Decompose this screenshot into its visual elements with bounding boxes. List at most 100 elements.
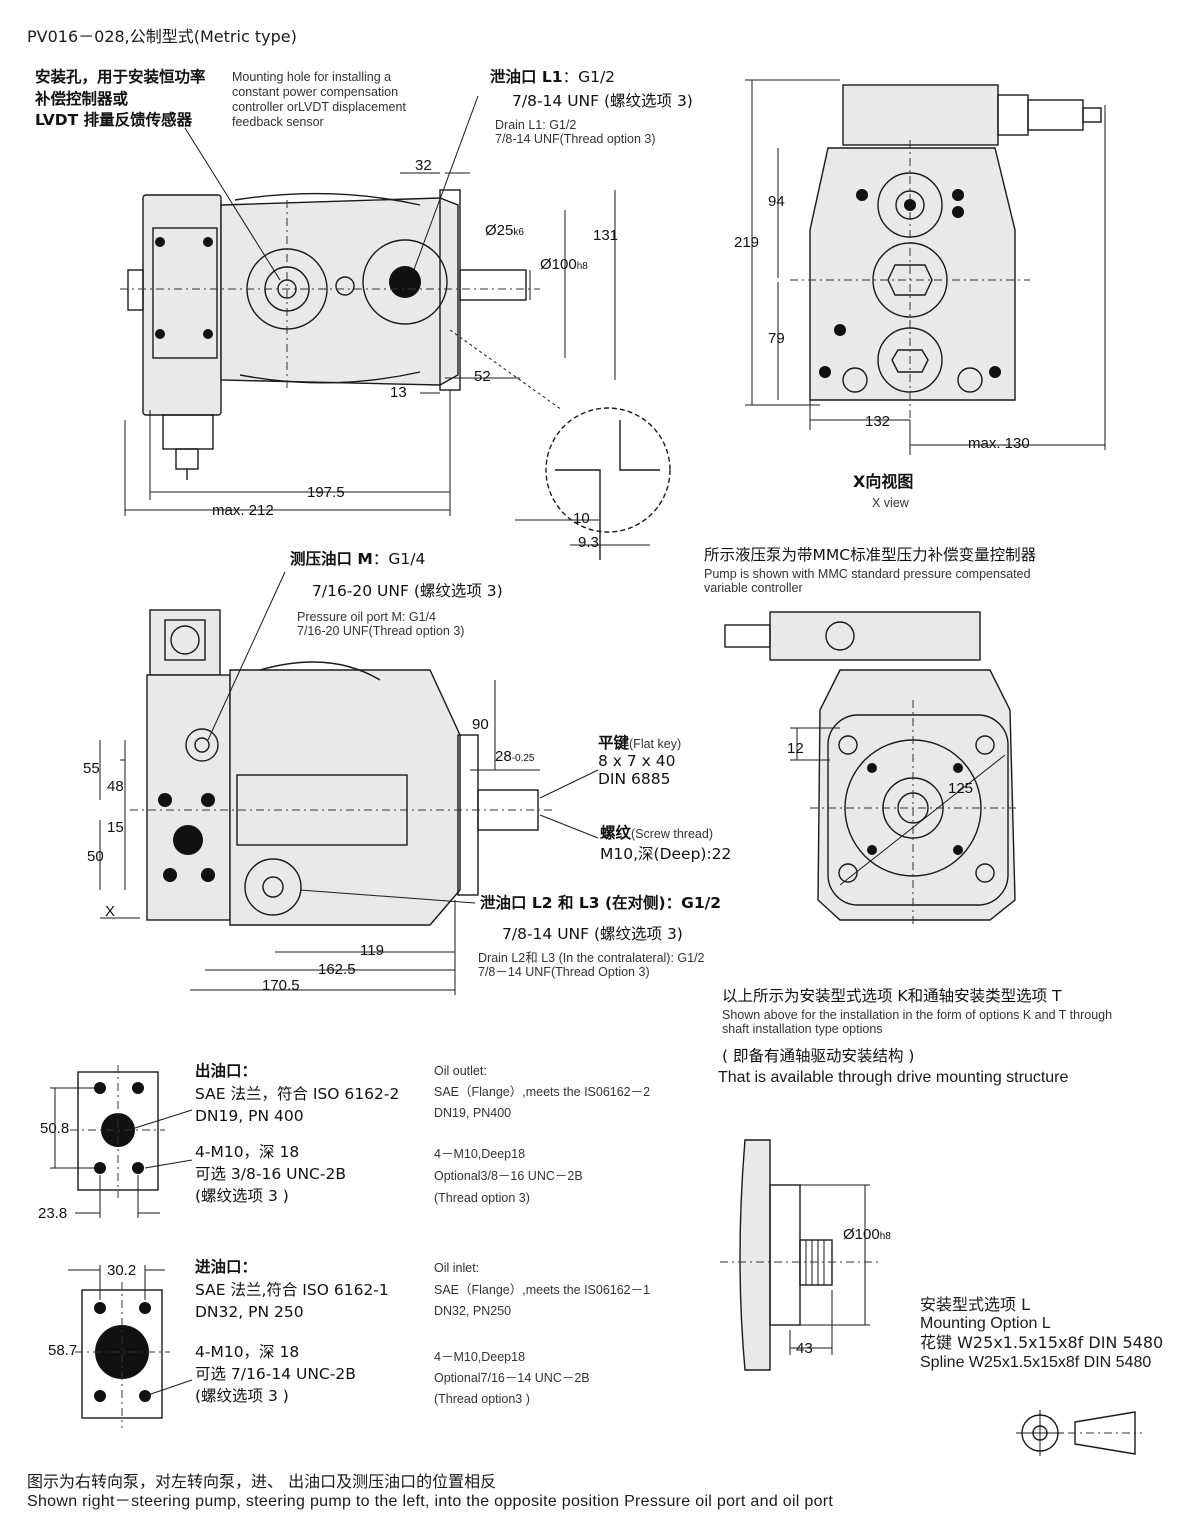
flat-key-label: 平键(Flat key): [598, 734, 681, 753]
drain-l1-suffix: ：G1/2: [562, 68, 616, 86]
drain-l2-and: 和: [552, 894, 579, 912]
drain-l3-port: L3: [578, 894, 600, 912]
mmc-caption-zh: 所示液压泵为带MMC标准型压力补偿变量控制器: [704, 546, 1037, 564]
pressure-port-en-line1: Pressure oil port M: G1/4: [297, 610, 436, 624]
dim-30-2: 30.2: [107, 1262, 137, 1279]
mount-hole-en-line2: constant power compensation: [232, 85, 399, 99]
inlet-thread: (螺纹选项 3 ): [195, 1387, 289, 1405]
footer-note-en: Shown right－steering pump, steering pump…: [27, 1493, 834, 1510]
dim-219: 219: [734, 234, 760, 251]
pump-front-view: [724, 611, 1020, 925]
dim-15: 15: [107, 819, 124, 836]
dim-d25: Ø25k6: [485, 222, 524, 239]
inlet-en-bolt: 4－M10,Deep18: [434, 1350, 526, 1364]
mount-hole-en-line1: Mounting hole for installing a: [232, 70, 392, 84]
drain-l1-unf: 7/8-14 UNF (螺纹选项 3): [512, 92, 693, 110]
outlet-dn: DN19, PN 400: [195, 1107, 304, 1125]
drain-l2-unf: 7/8-14 UNF (螺纹选项 3): [502, 925, 683, 943]
outlet-flange-drawing: [50, 1065, 193, 1218]
dim-28-value: 28: [495, 748, 512, 765]
dim-d100-sub: h8: [576, 261, 588, 272]
dim-d100-value: Ø100: [540, 256, 577, 273]
dim-131: 131: [593, 227, 619, 244]
pressure-port-id: M: [357, 550, 373, 568]
through-drive-zh: ( 即备有通轴驱动安装结构 ): [722, 1047, 915, 1065]
pressure-port-prefix: 测压油口: [290, 550, 358, 568]
drain-l1-prefix: 泄油口: [490, 68, 542, 86]
pressure-port-suffix: ：G1/4: [372, 550, 426, 568]
pressure-port-unf: 7/16-20 UNF (螺纹选项 3): [312, 582, 503, 600]
inlet-bolt: 4-M10，深 18: [195, 1343, 300, 1361]
outlet-en-bolt: 4－M10,Deep18: [434, 1147, 526, 1161]
drain-l1-en-line2: 7/8-14 UNF(Thread option 3): [495, 132, 656, 146]
drain-l2-prefix: 泄油口: [480, 894, 532, 912]
inlet-sae: SAE 法兰,符合 ISO 6162-1: [195, 1281, 389, 1299]
screw-thread-size: M10,深(Deep):22: [600, 845, 732, 863]
options-kt-zh: 以上所示为安装型式选项 K和通轴安装类型选项 T: [722, 987, 1062, 1005]
dim-12: 12: [787, 740, 804, 757]
view-x-label: X: [105, 903, 116, 920]
drain-l2-port: L2: [531, 894, 553, 912]
dim-option-l-d100-sub: h8: [879, 1231, 891, 1242]
dim-max-130: max. 130: [968, 435, 1030, 452]
drain-l1-port: L1: [541, 68, 563, 86]
option-l-title-zh: 安装型式选项 L: [920, 1295, 1031, 1314]
inlet-title: 进油口：: [195, 1258, 258, 1276]
inlet-flange-drawing: [68, 1265, 193, 1428]
outlet-sae: SAE 法兰，符合 ISO 6162-2: [195, 1085, 400, 1103]
options-kt-en-line1: Shown above for the installation in the …: [722, 1008, 1113, 1022]
mount-hole-en-line3: controller orLVDT displacement: [232, 100, 406, 114]
screw-thread-en: (Screw thread): [631, 827, 713, 841]
outlet-en-thread: (Thread option 3): [434, 1191, 530, 1205]
drain-l2-en-line2: 7/8－14 UNF(Thread Option 3): [478, 965, 650, 979]
inlet-en-title: Oil inlet:: [434, 1261, 480, 1275]
outlet-en-title: Oil outlet:: [434, 1064, 487, 1078]
dim-94: 94: [768, 193, 785, 210]
dim-9-3: 9.3: [578, 534, 599, 551]
inlet-en-opt: Optional7/16－14 UNC－2B: [434, 1371, 590, 1385]
dim-170-5: 170.5: [262, 977, 300, 994]
dim-162-5: 162.5: [318, 961, 356, 978]
flat-key-zh: 平键: [598, 734, 630, 752]
dim-option-l-d100: Ø100h8: [843, 1226, 891, 1243]
mount-hole-en-line4: feedback sensor: [232, 115, 324, 129]
footer-note-zh: 图示为右转向泵，对左转向泵，进、 出油口及测压油口的位置相反: [27, 1472, 497, 1491]
dim-197-5: 197.5: [307, 484, 345, 501]
dim-132: 132: [865, 413, 891, 430]
projection-symbol: [1016, 1410, 1142, 1456]
inlet-en-sae: SAE（Flange）,meets the IS06162－1: [434, 1283, 651, 1297]
dim-d100: Ø100h8: [540, 256, 588, 273]
option-l-spline-en: Spline W25x1.5x15x8f DIN 5480: [920, 1354, 1152, 1371]
outlet-bolt: 4-M10，深 18: [195, 1143, 300, 1161]
options-kt-en-line2: shaft installation type options: [722, 1022, 883, 1036]
flat-key-din: DIN 6885: [598, 770, 671, 788]
dim-119: 119: [360, 942, 384, 959]
dim-d25-value: Ø25: [485, 222, 514, 239]
option-l-spline-zh: 花键 W25x1.5x15x8f DIN 5480: [920, 1333, 1164, 1352]
outlet-opt: 可选 3/8-16 UNC-2B: [195, 1165, 346, 1183]
dim-50: 50: [87, 848, 104, 865]
dim-13: 13: [390, 384, 407, 401]
through-drive-en: That is available through drive mounting…: [718, 1069, 1069, 1086]
drain-l2-suffix: (在对侧)：G1/2: [599, 894, 722, 912]
drain-l2-en-line1: Drain L2和 L3 (In the contralateral): G1/…: [478, 951, 705, 965]
dim-28: 28-0.25: [495, 748, 534, 765]
dim-23-8: 23.8: [38, 1205, 68, 1222]
drain-l2-l3-label: 泄油口 L2 和 L3 (在对侧)：G1/2: [480, 894, 722, 913]
dim-max-212: max. 212: [212, 502, 274, 519]
dim-32: 32: [415, 157, 432, 174]
dim-79: 79: [768, 330, 785, 347]
dim-48: 48: [107, 778, 124, 795]
dim-option-l-d100-value: Ø100: [843, 1226, 880, 1243]
dim-90: 90: [472, 716, 489, 733]
x-view-caption-en: X view: [872, 496, 909, 510]
outlet-en-dn: DN19, PN400: [434, 1106, 512, 1120]
x-view-caption-zh: X向视图: [853, 472, 914, 491]
flat-key-size: 8 x 7 x 40: [598, 752, 676, 770]
outlet-en-sae: SAE（Flange）,meets the IS06162－2: [434, 1085, 651, 1099]
mmc-caption-en-line1: Pump is shown with MMC standard pressure…: [704, 567, 1031, 581]
dim-d25-sub: k6: [513, 227, 524, 238]
pump-side-view-mid: [99, 571, 599, 995]
dim-52: 52: [474, 368, 491, 385]
inlet-dn: DN32, PN 250: [195, 1303, 304, 1321]
